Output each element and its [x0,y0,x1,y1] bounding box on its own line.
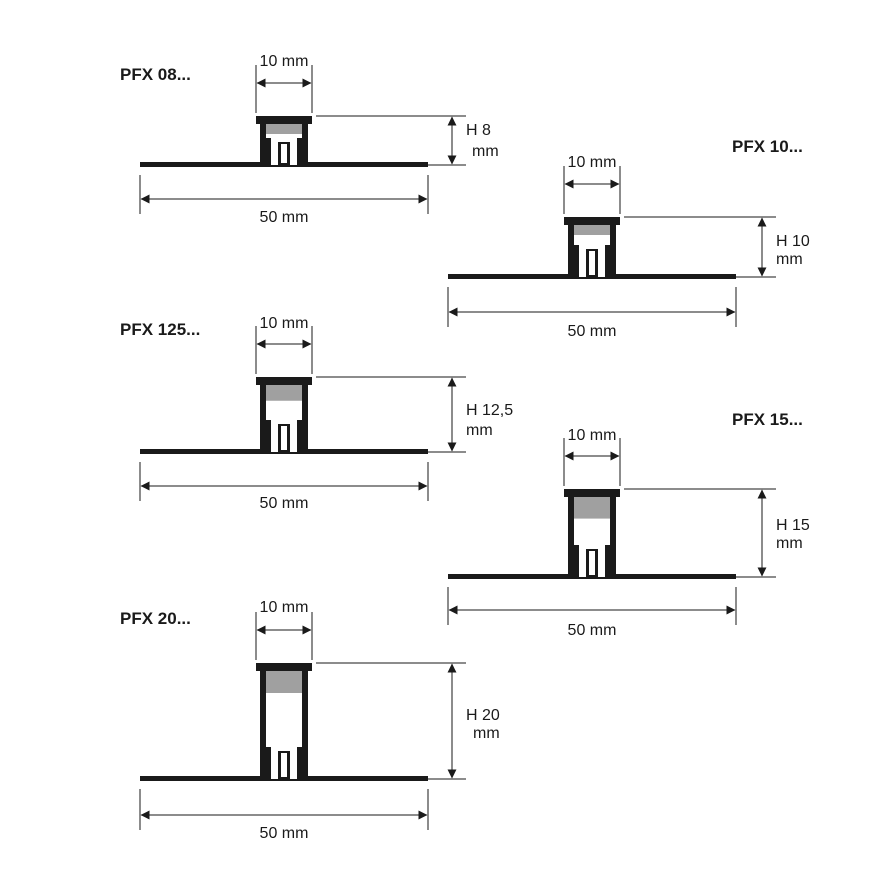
height-label-line1: H 20 [466,707,500,724]
profile-shape [447,438,776,625]
height-label-line2: mm [472,143,499,160]
center-spine-gap [281,426,287,450]
profile-pfx10: PFX 10... 10 mm H 10 mm 50 mm [447,137,810,340]
center-spine-gap [589,551,595,575]
profile-pfx125: PFX 125... 10 mm H 12,5 mm 50 mm [120,315,513,512]
base-width-label: 50 mm [260,495,309,512]
grey-insert [266,124,302,134]
model-label: PFX 125... [120,320,200,339]
model-label: PFX 15... [732,410,803,429]
base-width-label: 50 mm [260,825,309,842]
height-label-line2: mm [466,422,493,439]
height-label-line2: mm [473,725,500,742]
profile-pfx08: PFX 08... 10 mm H 8 mm 50 mm [120,53,499,226]
height-label-line1: H 12,5 [466,402,513,419]
profile-pfx20: PFX 20... 10 mm H 20 mm 50 mm [120,599,500,842]
profile-shape [139,612,466,830]
height-label-line1: H 10 [776,233,810,250]
center-spine-gap [281,144,287,163]
grey-insert [266,671,302,693]
model-label: PFX 10... [732,137,803,156]
grey-insert [266,385,302,401]
top-width-label: 10 mm [260,599,309,616]
center-spine-gap [281,753,287,777]
grey-insert [574,225,610,235]
model-label: PFX 08... [120,65,191,84]
height-label-line1: H 15 [776,517,810,534]
profile-shape [139,326,466,501]
top-cap [564,489,620,497]
height-label-line2: mm [776,535,803,552]
grey-insert [574,497,610,519]
top-cap [256,116,312,124]
center-spine-gap [589,251,595,275]
height-label-line1: H 8 [466,122,491,139]
top-width-label: 10 mm [260,53,309,70]
base-width-label: 50 mm [260,209,309,226]
top-width-label: 10 mm [568,427,617,444]
base-width-label: 50 mm [568,622,617,639]
top-width-label: 10 mm [260,315,309,332]
profile-pfx15: PFX 15... 10 mm H 15 mm 50 mm [447,410,810,639]
top-cap [256,663,312,671]
model-label: PFX 20... [120,609,191,628]
profile-shape [447,166,776,327]
height-label-line2: mm [776,251,803,268]
top-width-label: 10 mm [568,154,617,171]
top-cap [256,377,312,385]
top-cap [564,217,620,225]
profile-shape [139,65,466,214]
base-width-label: 50 mm [568,323,617,340]
